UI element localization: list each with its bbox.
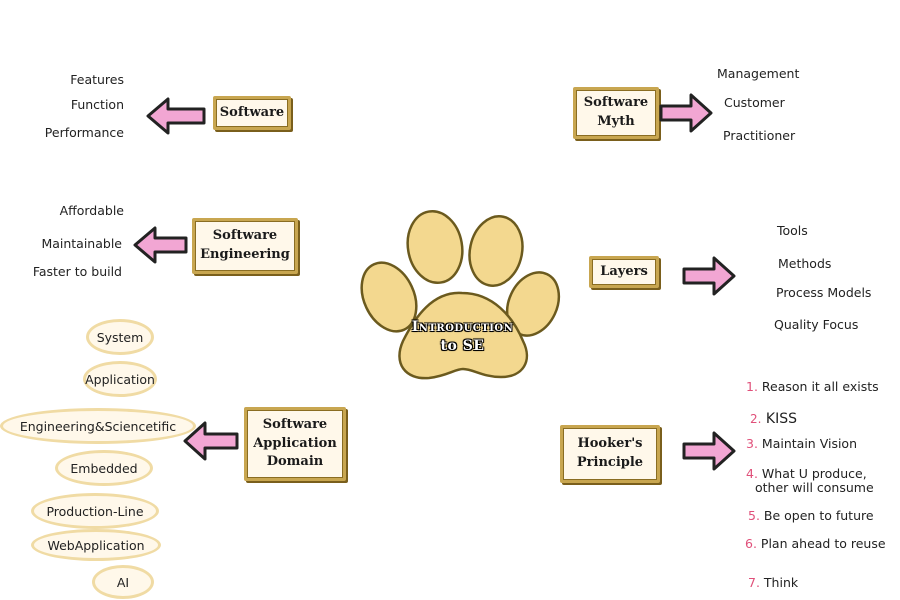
central-topic: Introduction to SE [385, 318, 540, 356]
software-item: Performance [44, 125, 124, 140]
layers-item: Process Models [776, 285, 872, 300]
principle-item: 1. Reason it all exists [746, 379, 879, 394]
domain-item: Production-Line [31, 493, 159, 529]
principle-item: 7. Think [748, 575, 799, 590]
central-topic-line1: Introduction [411, 319, 514, 335]
software-engineering-node[interactable]: Software Engineering [192, 218, 298, 274]
arrow-right-icon [682, 431, 736, 471]
software-myth-item: Customer [724, 95, 785, 110]
software-engineering-item: Maintainable [41, 236, 122, 251]
layers-node-label: Layers [600, 263, 648, 279]
software-item: Features [70, 72, 124, 87]
layers-node[interactable]: Layers [589, 256, 659, 288]
principle-item: 3. Maintain Vision [746, 436, 857, 451]
software-myth-item: Practitioner [723, 128, 796, 143]
domain-item: Application [83, 361, 157, 397]
layers-item: Quality Focus [774, 317, 859, 332]
principle-item: 5. Be open to future [748, 508, 874, 523]
principle-item: 4. What U produce, other will consume [746, 466, 874, 496]
software-node[interactable]: Software [213, 96, 291, 130]
domain-item: Embedded [55, 450, 153, 486]
principle-item: 2. KISS [750, 411, 797, 427]
hookers-principle-node[interactable]: Hooker's Principle [560, 425, 660, 483]
domain-item: Engineering&Sciencetific [0, 408, 196, 444]
arrow-left-icon [146, 97, 206, 135]
layers-item: Tools [777, 223, 808, 238]
principle-item: 6. Plan ahead to reuse [745, 536, 886, 551]
software-node-label: Software [219, 104, 285, 120]
arrow-right-icon [659, 93, 713, 133]
arrow-left-icon [183, 421, 239, 461]
domain-item: AI [92, 565, 154, 599]
paw-icon [360, 209, 561, 380]
domain-item: System [86, 319, 154, 355]
layers-item: Methods [778, 256, 832, 271]
hookers-principle-node-label: Hooker's Principle [576, 436, 644, 470]
arrow-right-icon [682, 256, 736, 296]
arrow-left-icon [133, 226, 188, 264]
central-topic-line2: to SE [440, 337, 485, 354]
software-application-domain-node-label: Software Application Domain [253, 416, 337, 470]
software-myth-item: Management [717, 66, 800, 81]
software-engineering-node-label: Software Engineering [200, 228, 290, 262]
software-application-domain-node[interactable]: Software Application Domain [244, 407, 346, 481]
software-engineering-item: Affordable [59, 203, 124, 218]
software-myth-node-label: Software Myth [583, 95, 649, 129]
software-engineering-item: Faster to build [32, 264, 122, 279]
domain-item: WebApplication [31, 529, 161, 561]
software-item: Function [70, 97, 124, 112]
software-myth-node[interactable]: Software Myth [573, 87, 659, 139]
